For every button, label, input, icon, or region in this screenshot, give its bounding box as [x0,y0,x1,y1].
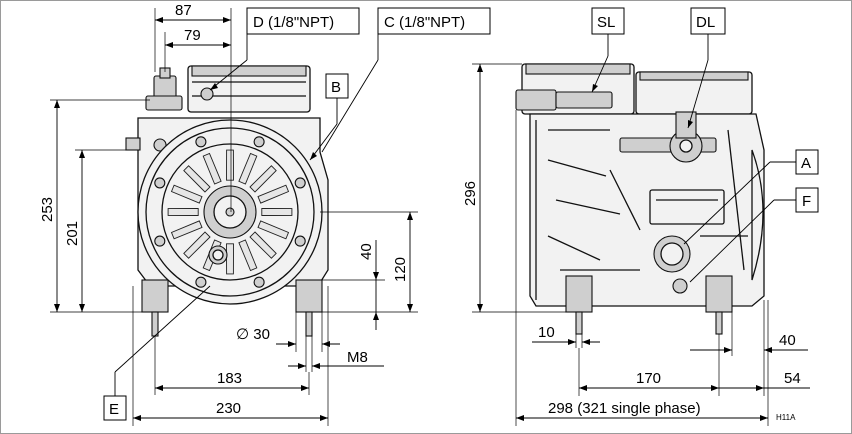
front-compressor-body [125,65,329,337]
dim-87-label: 87 [175,2,192,19]
flange-fins [167,149,293,275]
dim-dia30: ∅ 30 [236,312,340,352]
dim-40-side-label: 40 [779,332,796,349]
callout-c: C (1/8"NPT) [321,7,491,153]
callout-sl: SL [591,7,625,93]
dim-230-label: 230 [216,400,241,417]
dim-m8-label: M8 [347,349,368,366]
dim-79: 79 [164,27,231,72]
dim-40-front: 40 [322,240,385,330]
dim-120: 120 [320,211,418,313]
dim-298-label: 298 (321 single phase) [548,400,701,417]
callout-c-label: C (1/8"NPT) [384,14,465,31]
callout-f-label: F [802,193,811,210]
callout-b-label: B [331,79,341,96]
dim-10-label: 10 [538,324,555,341]
dim-120-label: 120 [392,257,409,282]
callout-sl-label: SL [597,14,615,31]
callout-d: D (1/8"NPT) [209,7,360,91]
callout-a-label: A [801,155,811,172]
dim-183-label: 183 [217,370,242,387]
callout-dl: DL [687,7,726,129]
dim-m8: M8 [288,336,384,372]
dim-dia30-label: ∅ 30 [236,326,270,343]
callout-e-label: E [109,401,119,418]
dim-253-label: 253 [39,197,56,222]
callout-b: B [309,73,349,161]
dim-87: 87 [154,2,232,212]
dim-40-front-label: 40 [358,243,375,260]
callout-a: A [683,149,819,245]
dim-40-side: 40 [690,300,808,356]
dim-170-label: 170 [636,370,661,387]
callout-e: E [103,285,211,421]
callout-dl-label: DL [696,14,715,31]
callout-d-label: D (1/8"NPT) [253,14,334,31]
dim-170: 170 [578,334,720,396]
callout-f: F [689,187,819,283]
dim-54: 54 [719,356,810,396]
dim-79-label: 79 [184,27,201,44]
dim-201-label: 201 [64,221,81,246]
dim-298: 298 (321 single phase) [515,110,769,426]
dim-10: 10 [532,324,600,348]
drawing-id: H11A [776,413,796,422]
dim-183: 183 [154,336,310,395]
dim-253: 253 [39,99,150,313]
dim-54-label: 54 [784,370,801,387]
side-compressor-body [515,63,765,335]
dim-296: 296 [462,63,566,313]
side-view: 296 10 40 170 [462,7,819,426]
dim-201: 201 [64,149,126,312]
front-view: 87 79 253 201 [39,2,491,426]
dim-296-label: 296 [462,181,479,206]
